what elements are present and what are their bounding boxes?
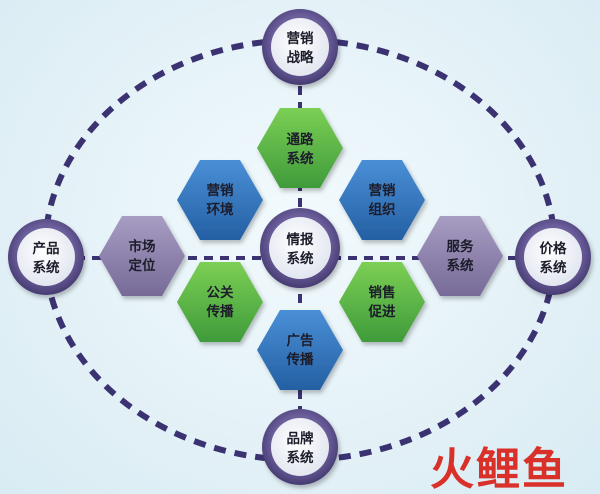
hex-bottom-right-line1: 销售: [369, 284, 396, 301]
hex-bottom-left-line1: 公关: [207, 284, 234, 301]
watermark-logo: 火鲤鱼: [430, 444, 568, 494]
hex-top-right-line1: 营销: [369, 182, 396, 199]
hex-left: 市场 定位: [99, 216, 185, 296]
center-line1: 情报: [287, 231, 314, 248]
hex-bottom-right-line2: 促进: [368, 303, 396, 320]
outer-node-bottom-line2: 系统: [287, 449, 314, 466]
outer-node-left-line1: 产品: [33, 240, 60, 257]
hex-right-line2: 系统: [447, 257, 474, 274]
hex-top-right: 营销 组织: [339, 160, 425, 240]
outer-node-bottom: 品牌 系统: [262, 409, 338, 485]
outer-node-right-line2: 系统: [540, 259, 568, 276]
hex-top-right-line2: 组织: [369, 201, 396, 218]
hex-bottom-line1: 广告: [287, 332, 314, 349]
center-line2: 系统: [287, 250, 314, 267]
outer-node-top: 营销 战略: [262, 9, 338, 85]
outer-node-left: 产品 系统: [8, 219, 84, 295]
outer-node-right: 价格 系统: [515, 219, 591, 295]
outer-node-left-line2: 系统: [33, 259, 60, 276]
hex-top-left: 营销 环境: [177, 160, 263, 240]
hex-right: 服务 系统: [417, 216, 503, 296]
hex-left-line2: 定位: [129, 257, 156, 274]
outer-node-bottom-line1: 品牌: [287, 430, 314, 447]
hex-bottom-left-line2: 传播: [206, 303, 234, 320]
hex-bottom: 广告 传播: [257, 310, 343, 390]
hex-bottom-line2: 传播: [286, 351, 314, 368]
hex-left-line1: 市场: [129, 238, 156, 255]
center-node: 情报 系统: [260, 208, 340, 288]
hex-bottom-left: 公关 传播: [177, 262, 263, 342]
hex-top-line1: 通路: [287, 131, 314, 148]
outer-node-top-line1: 营销: [287, 30, 314, 47]
hex-top: 通路 系统: [257, 108, 343, 188]
outer-node-right-line1: 价格: [540, 240, 568, 257]
outer-node-top-line2: 战略: [287, 49, 314, 66]
hex-bottom-right: 销售 促进: [339, 262, 425, 342]
hex-top-left-line2: 环境: [207, 201, 234, 218]
hex-right-line1: 服务: [447, 238, 474, 255]
hex-top-line2: 系统: [287, 150, 314, 167]
hex-top-left-line1: 营销: [207, 182, 234, 199]
